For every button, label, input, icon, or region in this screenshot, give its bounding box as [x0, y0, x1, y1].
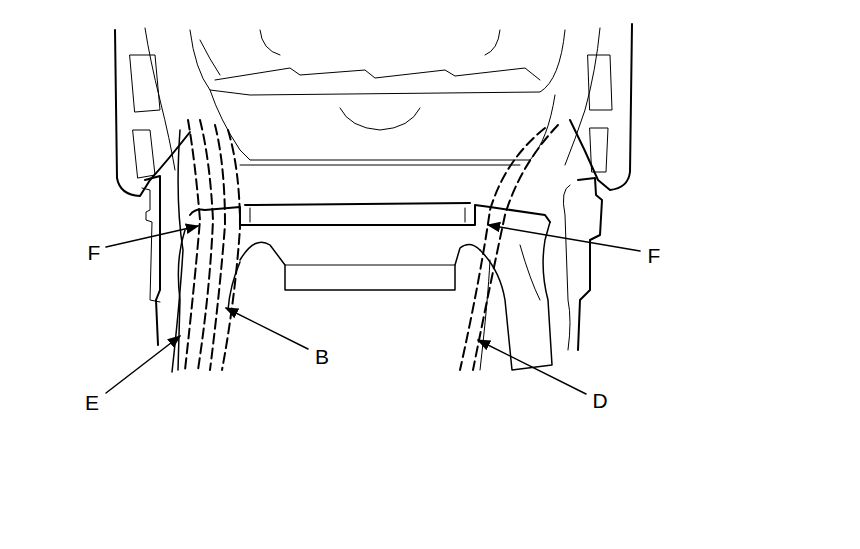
callout-letter: E: [83, 391, 101, 414]
callout-letter: B: [313, 345, 331, 368]
callout-letter: D: [590, 389, 609, 412]
callout-letter: F: [646, 244, 663, 267]
callout-letter: F: [86, 241, 103, 264]
